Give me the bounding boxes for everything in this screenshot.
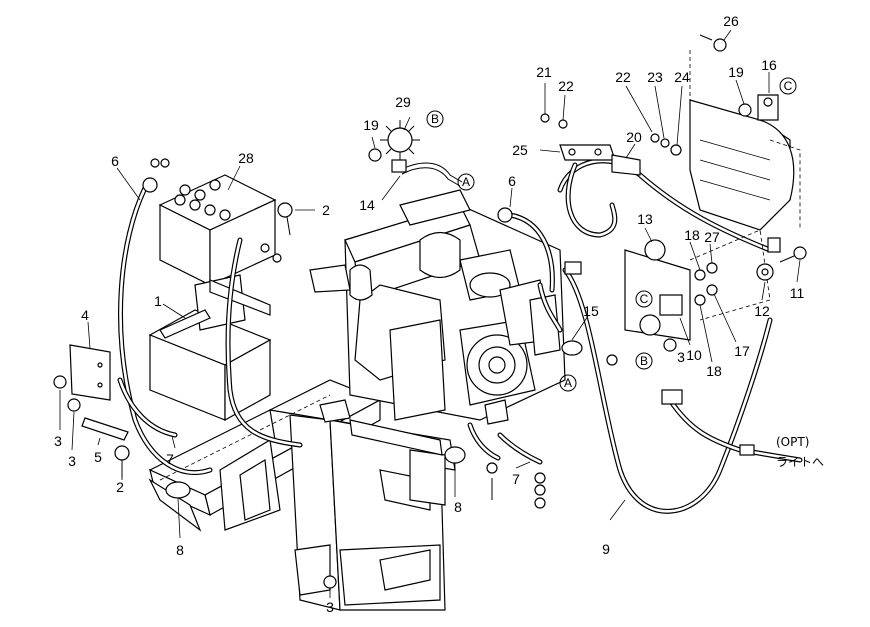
bracket-25 [559,144,616,161]
callout-10: 10 [686,347,702,363]
callout-25: 25 [512,142,528,158]
bolt-2 [114,202,293,478]
reference-b: B [640,354,648,368]
callout-28: 28 [238,150,254,166]
callout-3: 3 [54,433,62,449]
connector-opt [661,389,755,456]
callout-24: 24 [674,69,690,85]
callout-12: 12 [754,303,770,319]
callout-11: 11 [790,285,805,301]
callout-6: 6 [111,153,119,169]
reference-b: B [431,112,439,126]
reference-c: C [784,79,793,93]
washer-22-23-24 [650,133,682,156]
callout-26: 26 [723,13,739,29]
nut-3 [53,338,677,589]
callout-3: 3 [677,349,685,365]
callout-19: 19 [728,64,744,80]
battery-cable-7 [117,237,543,465]
callout-9: 9 [602,541,610,557]
callout-20: 20 [626,129,642,145]
reference-a: A [462,175,470,189]
callout-2: 2 [322,202,330,218]
callout-23: 23 [647,69,663,85]
engine [309,189,566,456]
callout-22: 22 [615,69,631,85]
callout-17: 17 [734,343,750,359]
callout-8: 8 [176,542,184,558]
callout-7: 7 [512,471,520,487]
callout-3: 3 [68,453,76,469]
opt-note: (OPT) ライトへ [776,435,824,469]
main-harness-9 [537,158,803,514]
callout-18: 18 [684,227,700,243]
reference-markers: A A B B C C [426,77,797,392]
callout-labels: 1 2 2 3 3 3 3 4 5 6 6 7 7 8 8 9 10 11 12… [54,13,804,615]
callout-22: 22 [558,78,574,94]
grommet [165,340,583,499]
callout-1: 1 [154,293,162,309]
nut-19 [368,103,752,162]
callout-21: 21 [536,64,552,80]
callout-2: 2 [116,479,124,495]
seat-frame [689,50,801,231]
callout-4: 4 [81,307,89,323]
battery-cable-6 [118,177,213,476]
callout-6: 6 [508,173,516,189]
bolt-11 [779,246,807,263]
battery-tray [148,274,272,422]
opt-note-line1: (OPT) [776,435,809,449]
ground-hardware [150,158,546,509]
reference-c: C [640,292,649,306]
leader-lines [59,29,801,598]
switch-harness-14 [399,162,463,187]
fuse-box-13 [624,239,691,341]
callout-27: 27 [704,229,720,245]
rubber-strip [81,417,129,441]
callout-19: 19 [363,117,379,133]
clamp-12 [756,263,774,281]
starter-cable-6 [497,207,555,293]
connector [564,237,781,275]
opt-note-line2: ライトへ [776,455,824,469]
callout-14: 14 [359,197,375,213]
callout-8: 8 [454,499,462,515]
callout-15: 15 [583,303,599,319]
callout-16: 16 [761,57,777,73]
relay-20 [611,154,641,176]
callout-13: 13 [637,211,653,227]
callout-5: 5 [94,449,102,465]
callout-3: 3 [326,599,334,615]
callout-29: 29 [395,94,411,110]
clamp-16 [757,94,779,121]
battery [158,174,277,286]
glow-switch-29 [380,120,420,173]
reference-a: A [564,376,572,390]
bolt-26 [699,34,727,52]
bracket-c-panel [689,229,771,321]
battery-hold-plate [69,344,111,401]
callout-18: 18 [706,363,722,379]
callout-7: 7 [166,451,174,467]
